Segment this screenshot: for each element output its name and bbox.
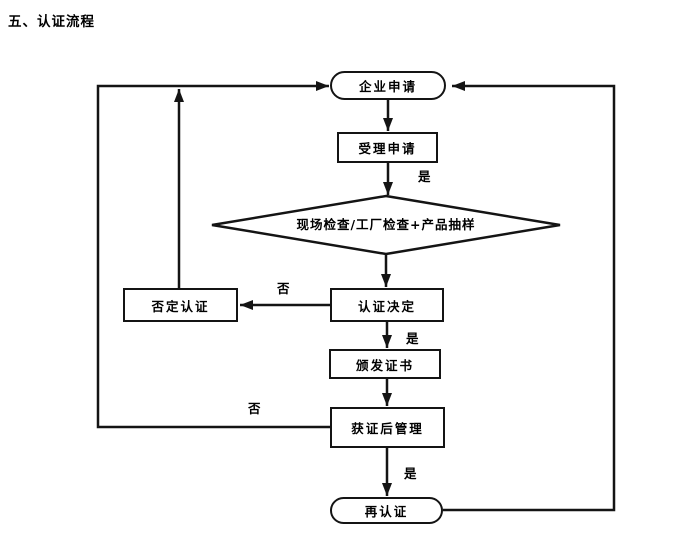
edge-right-return-loop — [443, 81, 616, 512]
node-inspection-label: 现场检查/工厂检查+产品抽样 — [296, 217, 476, 232]
node-enterprise-application: 企业申请 — [330, 71, 446, 100]
node-post-cert-management: 获证后管理 — [330, 407, 445, 448]
edge-left-return-loop — [96, 81, 330, 429]
edge-label-yes-postmgmt: 是 — [404, 466, 417, 481]
edge-label-no-postmgmt: 否 — [248, 401, 261, 416]
node-deny-certification: 否定认证 — [123, 288, 238, 322]
edge-label-no-decision: 否 — [277, 281, 290, 296]
node-issue-certificate: 颁发证书 — [329, 349, 441, 379]
edge-label-yes-accept: 是 — [418, 169, 431, 184]
edge-label-yes-decision: 是 — [406, 331, 419, 346]
page-title: 五、认证流程 — [8, 14, 95, 30]
node-recertification: 再认证 — [330, 497, 443, 524]
node-accept-application: 受理申请 — [337, 132, 438, 163]
node-certification-decision: 认证决定 — [330, 288, 444, 322]
